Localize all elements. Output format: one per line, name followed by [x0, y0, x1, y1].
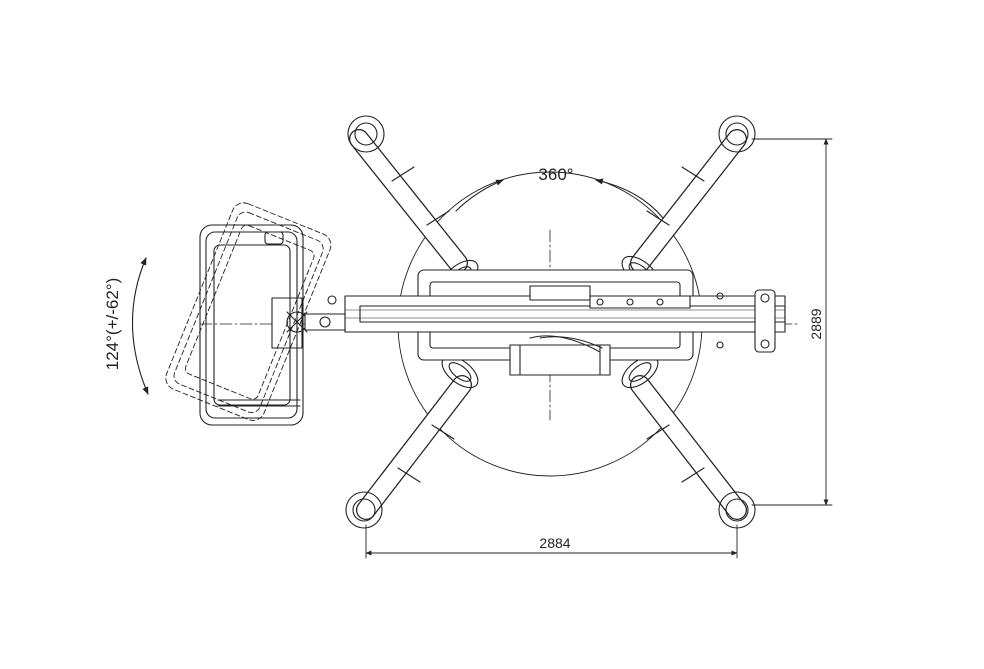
outrigger-bottom-right: [621, 355, 756, 529]
turret-rotation-arrows: [455, 178, 664, 219]
boom: [344, 285, 786, 353]
height-dimension-line: [751, 138, 833, 506]
outrigger-bottom-left: [345, 355, 479, 529]
work-basket: [199, 224, 304, 426]
basket-rotation-arc: [131, 257, 149, 395]
basket-rotation-label: 124°(+/-62°): [103, 278, 122, 371]
outrigger-top-right: [621, 115, 756, 289]
width-dimension-line: [365, 524, 738, 559]
width-dimension-label: 2884: [539, 535, 570, 551]
work-basket-rotated: [165, 202, 332, 421]
turret-rotation-label: 360°: [538, 165, 573, 184]
height-dimension-label: 2889: [808, 308, 824, 339]
basket-rotator: [271, 295, 346, 349]
